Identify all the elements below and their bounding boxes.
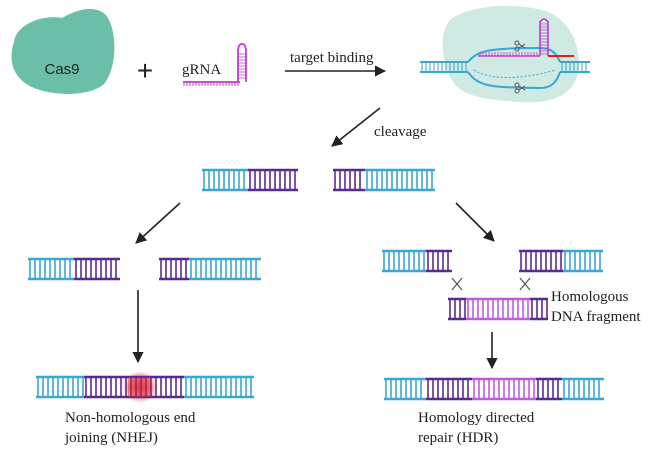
cas9-protein-shape xyxy=(11,8,115,94)
cleaved-dna-left xyxy=(202,168,298,192)
nhej-junction-mark xyxy=(128,377,152,397)
homologous-label-line2: DNA fragment xyxy=(551,309,641,325)
target-binding-label: target binding xyxy=(290,50,374,66)
hdr-label-line2: repair (HDR) xyxy=(418,430,498,446)
hdr-fragment-left-part-1 xyxy=(382,249,426,273)
hdr-fragment-right-part-1 xyxy=(519,249,563,273)
nhej-joined-dna-part-3 xyxy=(184,375,254,399)
crossover-mark-right xyxy=(519,277,531,291)
grna-stem-loop xyxy=(237,43,247,82)
scissors-icon xyxy=(514,82,526,94)
complex-dna-strands xyxy=(420,18,590,90)
hdr-repaired-dna-part-2 xyxy=(426,377,472,401)
plus-sign: + xyxy=(137,55,153,86)
nhej-fragment-right-part-2 xyxy=(189,257,261,281)
cleaved-dna-left-part-2 xyxy=(248,168,298,192)
nhej-branch-arrow xyxy=(135,202,181,244)
hdr-repaired-dna-part-4 xyxy=(536,377,562,401)
homologous-donor-fragment-part-2 xyxy=(466,297,530,321)
hdr-repaired-dna-part-5 xyxy=(562,377,604,401)
hdr-repaired-dna-part-1 xyxy=(384,377,426,401)
nhej-label-line2: joining (NHEJ) xyxy=(64,430,158,446)
nhej-fragment-right xyxy=(159,257,261,281)
scissors-icon xyxy=(514,40,526,52)
hdr-repaired-dna xyxy=(384,377,604,401)
homologous-label-line1: Homologous xyxy=(551,289,629,305)
cas9-dna-complex xyxy=(420,5,590,103)
nhej-fragment-right-part-1 xyxy=(159,257,189,281)
cleaved-dna-right-part-2 xyxy=(365,168,435,192)
cleaved-dna-left-part-1 xyxy=(202,168,248,192)
complex-inner-strand xyxy=(473,69,557,78)
hdr-fragment-right xyxy=(519,249,603,273)
nhej-joined-dna-part-1 xyxy=(36,375,84,399)
complex-bubble-bottom xyxy=(467,71,561,90)
grna-label: gRNA xyxy=(182,62,221,78)
cas9-label: Cas9 xyxy=(44,61,79,78)
nhej-fragment-left-part-2 xyxy=(74,257,120,281)
cleaved-dna-right xyxy=(333,168,435,192)
complex-grna-stem xyxy=(539,18,549,56)
nhej-joined-dna xyxy=(36,375,254,399)
crossover-mark-left xyxy=(451,277,463,291)
hdr-label-line1: Homology directed xyxy=(418,410,535,426)
hdr-fragment-right-part-2 xyxy=(563,249,603,273)
hdr-fragment-left-part-2 xyxy=(426,249,452,273)
grna-strand xyxy=(183,43,247,86)
nhej-fragment-left xyxy=(28,257,120,281)
dna-segments xyxy=(28,168,604,403)
nhej-fragment-left-part-1 xyxy=(28,257,74,281)
hdr-fragment-left xyxy=(382,249,452,273)
nhej-label-line1: Non-homologous end xyxy=(65,410,196,426)
cleaved-dna-right-part-1 xyxy=(333,168,365,192)
cleavage-label: cleavage xyxy=(374,124,427,140)
homologous-donor-fragment-part-3 xyxy=(530,297,548,321)
hdr-branch-arrow xyxy=(455,202,495,242)
homologous-donor-fragment-part-1 xyxy=(448,297,466,321)
nhej-joined-dna-part-2 xyxy=(84,375,184,399)
hdr-repaired-dna-part-3 xyxy=(472,377,536,401)
homologous-donor-fragment xyxy=(448,297,548,321)
cleavage-arrow xyxy=(331,107,381,147)
